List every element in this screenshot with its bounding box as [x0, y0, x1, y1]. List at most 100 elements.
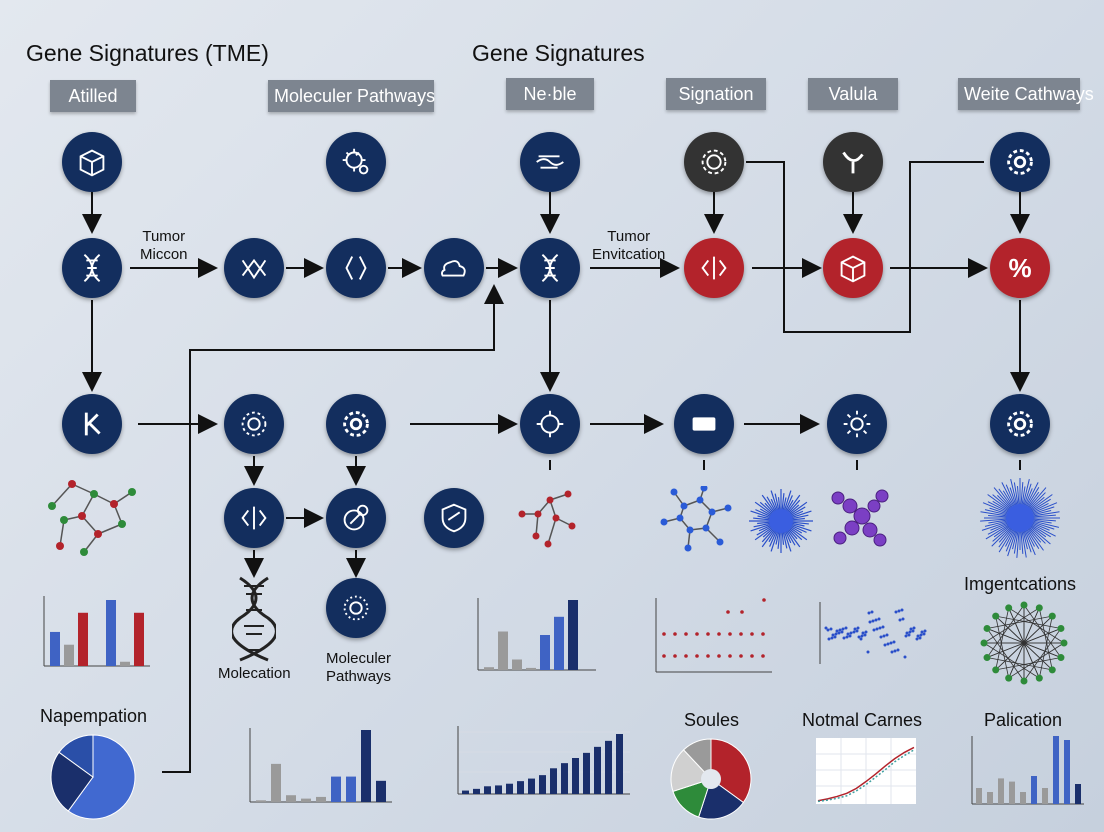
- cell-icon: [343, 595, 369, 621]
- dna-icon: [83, 253, 101, 283]
- bar: [256, 800, 266, 802]
- tag-signation: Signation: [666, 78, 766, 110]
- dot: [863, 633, 867, 637]
- bar: [484, 786, 491, 794]
- dot: [872, 628, 876, 632]
- bar: [473, 788, 480, 794]
- percent-icon: %: [1008, 252, 1032, 283]
- node-dot: [1035, 674, 1043, 682]
- bar: [506, 783, 513, 794]
- box-icon-node-red: [823, 238, 883, 298]
- bar: [583, 752, 590, 794]
- node-dot: [1005, 604, 1013, 612]
- bar: [561, 763, 568, 794]
- dot: [831, 633, 835, 637]
- dot: [908, 630, 912, 634]
- dot: [761, 654, 765, 658]
- dot: [905, 631, 909, 635]
- dot: [728, 654, 732, 658]
- dot: [826, 628, 830, 632]
- dot: [834, 632, 838, 636]
- dot: [840, 630, 844, 634]
- branch-icon: [84, 412, 101, 436]
- dot: [904, 634, 908, 638]
- pie-slice: [670, 749, 712, 792]
- k-icon-node: [62, 394, 122, 454]
- dot: [859, 637, 863, 641]
- dot: [706, 632, 710, 636]
- dot: [853, 627, 857, 631]
- node-dot: [1048, 612, 1056, 620]
- gear-icon: [1007, 411, 1033, 437]
- box-icon: [840, 255, 866, 283]
- dot: [673, 654, 677, 658]
- spiky-cell-large: [980, 478, 1060, 558]
- dot: [881, 625, 885, 629]
- dot: [875, 627, 879, 631]
- molecule-network-blue: [660, 486, 732, 552]
- dot: [830, 636, 834, 640]
- dot: [842, 636, 846, 640]
- dot: [874, 618, 878, 622]
- bar-chart-4: [457, 726, 630, 795]
- bar: [540, 635, 550, 670]
- bar: [1020, 792, 1026, 804]
- node-dot: [1020, 677, 1028, 685]
- molecule-network-red: [518, 490, 576, 548]
- dot: [866, 650, 870, 654]
- dot: [868, 620, 872, 624]
- dot: [827, 637, 831, 641]
- notmal-carnes-label: Notmal Carnes: [802, 710, 923, 730]
- bar: [1042, 788, 1048, 804]
- bar: [987, 792, 993, 804]
- bar: [301, 798, 311, 802]
- gear-icon-node-row3-a: [224, 394, 284, 454]
- dot: [894, 610, 898, 614]
- dot: [909, 627, 913, 631]
- shield-icon: [441, 503, 467, 533]
- dot: [855, 629, 859, 633]
- dot: [870, 610, 874, 614]
- dot: [726, 610, 730, 614]
- bar: [616, 734, 623, 794]
- molecule-network-left: [48, 480, 136, 556]
- dot: [835, 629, 839, 633]
- imgentcations-label: Imgentcations: [964, 574, 1077, 594]
- dot: [857, 635, 861, 639]
- dna-icon: [541, 253, 559, 283]
- bar: [271, 763, 281, 802]
- dot: [893, 649, 897, 653]
- bar: [316, 796, 326, 802]
- dot: [673, 632, 677, 636]
- dot: [837, 631, 841, 635]
- center-title: Gene Signatures: [472, 40, 645, 66]
- dot: [916, 634, 920, 638]
- pie-slice: [58, 734, 94, 778]
- dot: [706, 654, 710, 658]
- dot: [695, 654, 699, 658]
- dot: [918, 636, 922, 640]
- percent-icon-node: %: [990, 238, 1050, 298]
- dot: [762, 598, 766, 602]
- bar: [605, 740, 612, 794]
- bar: [498, 631, 508, 670]
- bar: [998, 778, 1004, 804]
- dot: [897, 609, 901, 613]
- dot: [911, 629, 915, 633]
- node-dot: [1035, 604, 1043, 612]
- bar: [550, 768, 557, 794]
- wave-icon: [536, 155, 564, 169]
- dot: [662, 632, 666, 636]
- blue-dot-scatter: [819, 602, 927, 664]
- dot: [662, 654, 666, 658]
- dot: [761, 632, 765, 636]
- dot: [885, 633, 889, 637]
- bar: [120, 661, 130, 666]
- bar: [64, 644, 74, 666]
- bar: [346, 776, 356, 802]
- bar: [554, 616, 564, 670]
- dot: [896, 648, 900, 652]
- curve-icon-node: [823, 132, 883, 192]
- link-icon: [343, 504, 369, 531]
